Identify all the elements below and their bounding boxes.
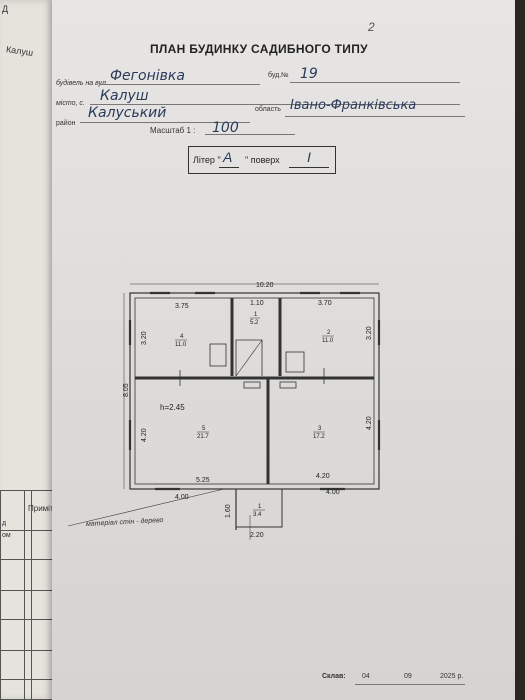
district-value: Калуський [88,105,167,121]
room-number: 1 [254,312,258,318]
room-area: 17.2 [313,434,325,440]
liter-label: Літер " [193,155,221,165]
room-number: 1 [258,504,262,510]
table-cell: д [2,520,7,527]
overall-width: 10.20 [256,282,274,289]
room-area: 11.0 [322,338,334,344]
porch-dim: 1.60 [225,504,232,518]
porch-dim: 2.20 [250,532,264,539]
room-area: 5.2 [250,320,259,326]
liter-box: Літер " А " поверх І [188,146,336,174]
city-value: Калуш [100,88,149,104]
room-number: 2 [327,330,331,336]
footer-month: 09 [404,673,412,680]
footer-day: 04 [362,673,370,680]
bottom-dim: 4.00 [175,494,189,501]
room-number: 5 [202,426,206,432]
house-value: 19 [300,66,318,82]
street-value: Фегонівка [110,68,185,84]
page-title: ПЛАН БУДИНКУ САДИБНОГО ТИПУ [150,42,368,56]
table-header: Приміт [28,504,54,513]
page-number: 2 [368,20,375,34]
liter-floor-label: " поверх [245,155,280,165]
top-dim: 1.10 [250,300,264,307]
bottom-dim: 4.00 [326,489,340,496]
right-dim: 3.20 [366,326,373,340]
street-label: будівель на вул. [56,80,108,87]
room-number: 3 [318,426,322,432]
ceiling-height: h=2.45 [160,403,185,412]
room-area: 11.0 [175,342,187,348]
scale-label: Масштаб 1 : [150,126,196,135]
room-area: 3.4 [253,512,262,518]
liter-value: А [223,149,233,165]
left-page-letter: Д [2,4,9,14]
table-cell: ом [2,532,11,539]
liter-floor-value: І [307,149,311,165]
footer-label: Склав: [322,673,346,680]
city-label: місто, с. [56,100,85,107]
inner-dim: 5.25 [196,477,210,484]
region-value: Івано-Франківська [290,98,417,113]
room-number: 4 [180,334,184,340]
inner-dim: 4.20 [316,473,330,480]
room-area: 21.7 [197,434,209,440]
top-dim: 3.70 [318,300,332,307]
left-dim: 4.20 [141,428,148,442]
house-label: буд.№ [268,72,289,79]
background-edge [515,0,525,700]
overall-height: 8.05 [123,383,130,397]
right-dim: 4.20 [366,416,373,430]
district-label: район [56,120,76,127]
left-dim: 3.20 [141,331,148,345]
footer-year: 2025 р. [440,673,464,680]
top-dim: 3.75 [175,303,189,310]
region-label: область [255,106,281,113]
scale-value: 100 [212,120,239,136]
